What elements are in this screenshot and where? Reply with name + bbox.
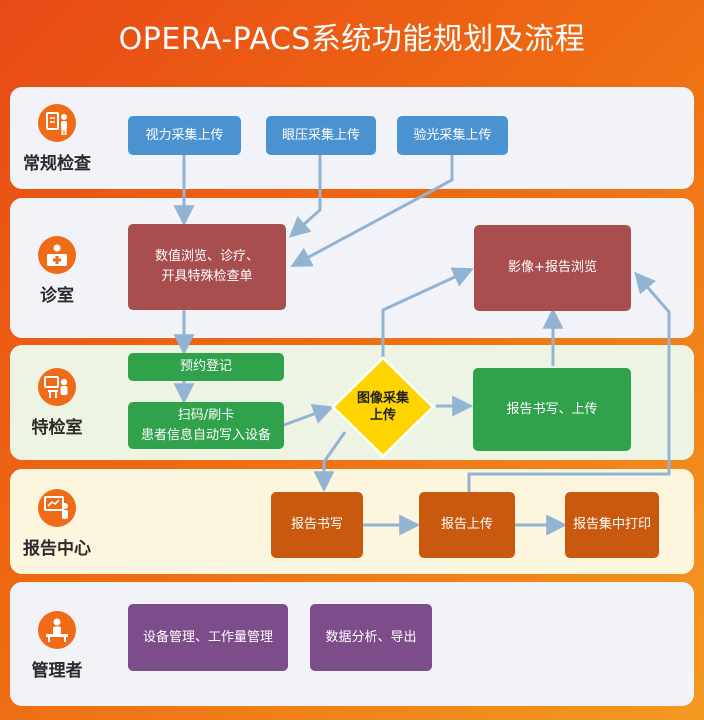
report-write-label: 报告书写 (290, 517, 343, 532)
scan-card-node: 扫码/刷卡 患者信息自动写入设备 (128, 402, 284, 449)
page-title: OPERA-PACS系统功能规划及流程 (118, 22, 586, 57)
data-analysis-label: 数据分析、导出 (325, 629, 417, 645)
report-upload-node: 报告上传 (419, 492, 515, 558)
presentation-icon (38, 489, 76, 527)
device-management-label: 设备管理、工作量管理 (142, 629, 273, 645)
clinic-diagnosis-node: 数值浏览、诊疗、 开具特殊检查单 (128, 224, 286, 310)
eye-pressure-upload-label: 眼压采集上传 (281, 127, 360, 143)
lane-label-routine-exam: 常规检查 (23, 154, 91, 174)
medical-clinic-icon (38, 236, 76, 274)
image-capture-decision: 图像采集 上传 (330, 355, 436, 459)
image-capture-text: 图像采集 上传 (330, 355, 436, 459)
manager-desk-icon (38, 611, 76, 649)
exam-room-icon (38, 368, 76, 406)
report-write-node: 报告书写 (271, 492, 363, 558)
device-management-node: 设备管理、工作量管理 (128, 604, 288, 671)
lane-label-clinic: 诊室 (40, 286, 74, 306)
optometry-upload-label: 验光采集上传 (413, 127, 492, 143)
report-upload-label: 报告上传 (440, 517, 493, 532)
clinic-diagnosis-label-2: 开具特殊检查单 (161, 269, 253, 284)
lane-label-report-center: 报告中心 (23, 539, 91, 559)
appointment-node: 预约登记 (128, 353, 284, 381)
decision-diamond-shape (331, 356, 435, 458)
scan-card-label-2: 患者信息自动写入设备 (140, 427, 271, 443)
vision-upload-label: 视力采集上传 (145, 127, 224, 143)
lane-label-manager: 管理者 (31, 661, 83, 681)
report-write-upload-node: 报告书写、上传 (473, 368, 631, 451)
lane-label-special-exam: 特检室 (31, 418, 83, 438)
report-print-node: 报告集中打印 (565, 492, 659, 558)
eye-pressure-upload-node: 眼压采集上传 (266, 116, 376, 155)
appointment-label: 预约登记 (179, 359, 232, 374)
report-write-upload-label: 报告书写、上传 (506, 401, 598, 417)
scan-card-label-1: 扫码/刷卡 (177, 407, 235, 423)
image-capture-label-2: 上传 (369, 408, 396, 423)
image-capture-label-1: 图像采集 (356, 391, 409, 406)
report-print-label: 报告集中打印 (572, 517, 651, 532)
vision-upload-node: 视力采集上传 (128, 116, 241, 155)
doctor-chart-icon (38, 104, 76, 142)
image-report-browse-label: 影像+报告浏览 (508, 260, 597, 275)
optometry-upload-node: 验光采集上传 (397, 116, 508, 155)
data-analysis-node: 数据分析、导出 (310, 604, 432, 671)
image-report-browse-node: 影像+报告浏览 (474, 225, 631, 311)
clinic-diagnosis-label-1: 数值浏览、诊疗、 (154, 249, 259, 264)
